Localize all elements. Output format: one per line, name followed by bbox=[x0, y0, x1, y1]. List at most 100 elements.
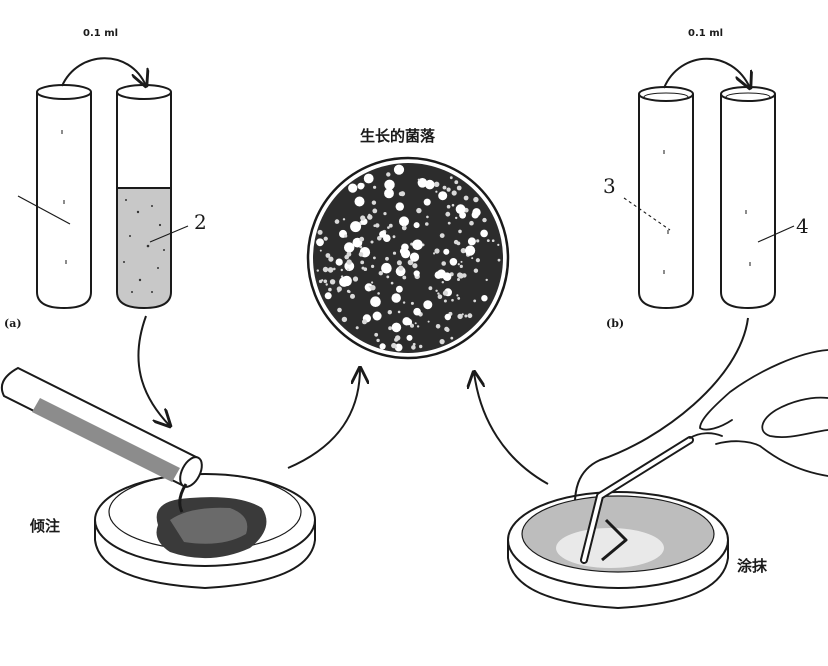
colony-dot bbox=[450, 336, 454, 340]
colony-dot bbox=[333, 267, 336, 271]
colony-dot bbox=[457, 263, 460, 266]
tube-label-2: 2 bbox=[194, 210, 207, 234]
tube-1-leader bbox=[17, 195, 71, 225]
colony-dot bbox=[323, 279, 328, 284]
colony-dot bbox=[447, 221, 451, 225]
colony-dot bbox=[441, 281, 444, 284]
colony-dot bbox=[339, 276, 350, 287]
colony-dot bbox=[405, 318, 413, 326]
colony-dot bbox=[322, 266, 329, 273]
colony-dot bbox=[419, 344, 423, 349]
flow-arrow-tube4-to-spread bbox=[575, 317, 749, 522]
colony-dot bbox=[401, 243, 409, 252]
colony-dot bbox=[457, 297, 461, 300]
colony-dot bbox=[367, 214, 373, 220]
tube-label-4: 4 bbox=[796, 214, 809, 238]
colony-dot bbox=[371, 281, 374, 284]
colony-dot bbox=[427, 320, 430, 323]
colony-dot bbox=[444, 313, 451, 321]
flow-arrow-spread-to-colonies bbox=[474, 372, 549, 485]
colony-dot bbox=[441, 261, 447, 266]
colony-dot bbox=[373, 256, 376, 260]
colony-dot bbox=[459, 264, 463, 268]
colony-dot bbox=[355, 326, 359, 330]
colony-dot bbox=[412, 342, 416, 346]
colony-dot bbox=[433, 252, 436, 255]
colony-dot bbox=[425, 222, 429, 226]
colony-dot bbox=[413, 270, 420, 277]
colony-dot bbox=[317, 229, 323, 235]
colony-dot bbox=[344, 242, 355, 253]
tube-3 bbox=[638, 86, 694, 310]
colony-dot bbox=[401, 249, 411, 259]
colony-dot bbox=[396, 285, 403, 293]
colony-dot bbox=[387, 310, 392, 315]
colony-dot bbox=[444, 326, 449, 332]
colony-dot bbox=[319, 249, 322, 252]
colony-dot bbox=[357, 182, 365, 190]
colony-dot bbox=[471, 211, 479, 219]
colony-dot bbox=[481, 295, 488, 302]
colony-dot bbox=[435, 190, 438, 193]
colony-dot bbox=[381, 262, 392, 274]
colony-dot bbox=[456, 185, 462, 191]
colony-dot bbox=[417, 178, 428, 188]
colony-dot bbox=[348, 183, 358, 193]
spreader-rod bbox=[580, 436, 694, 564]
colony-dot bbox=[372, 208, 378, 214]
colony-dot bbox=[473, 196, 479, 203]
colony-dot bbox=[402, 275, 407, 280]
colony-dot bbox=[442, 272, 452, 282]
colony-dot bbox=[451, 298, 454, 302]
colony-dot bbox=[465, 245, 476, 256]
colony-dot bbox=[407, 259, 414, 266]
colony-dot bbox=[386, 172, 391, 177]
colony-dot bbox=[471, 257, 474, 260]
colony-dot bbox=[413, 307, 421, 316]
colony-dot bbox=[335, 258, 343, 266]
colony-dot bbox=[352, 276, 359, 282]
flow-arrow-tube2-to-pour bbox=[137, 315, 170, 426]
colony-dot bbox=[411, 345, 416, 350]
pour-label: 倾注 bbox=[30, 517, 61, 535]
colony-dot bbox=[497, 243, 500, 246]
colony-dot bbox=[473, 268, 479, 273]
colony-dot bbox=[446, 204, 451, 209]
colony-dot bbox=[413, 222, 420, 229]
colony-dot bbox=[456, 294, 459, 297]
colony-dot bbox=[401, 225, 407, 231]
colony-dot bbox=[316, 238, 324, 247]
colony-dot bbox=[417, 178, 421, 181]
colony-dot bbox=[451, 203, 455, 207]
colony-dot bbox=[375, 223, 380, 228]
colony-dot bbox=[370, 240, 374, 244]
colony-dot bbox=[325, 283, 328, 286]
colony-dot bbox=[457, 272, 463, 279]
colony-dot bbox=[385, 256, 389, 261]
tube-4 bbox=[720, 86, 776, 310]
colony-dot bbox=[457, 278, 460, 281]
colony-dot bbox=[359, 245, 363, 249]
colony-dot bbox=[439, 233, 445, 239]
volume-label-right: 0.1 ml bbox=[688, 28, 724, 39]
colony-dot bbox=[368, 213, 371, 217]
colony-dot bbox=[383, 212, 387, 216]
colony-dot bbox=[363, 173, 374, 184]
colony-dot bbox=[455, 204, 466, 215]
colony-dot bbox=[368, 285, 371, 288]
colony-dot bbox=[323, 236, 328, 241]
colony-dot bbox=[394, 343, 403, 352]
volume-label-left: 0.1 ml bbox=[83, 28, 119, 39]
colony-dot bbox=[463, 195, 469, 201]
colony-dot bbox=[384, 179, 395, 190]
colony-dot bbox=[363, 267, 368, 272]
colony-dot bbox=[346, 259, 352, 265]
colony-dot bbox=[397, 310, 401, 314]
colony-dot bbox=[395, 202, 404, 211]
colony-dot bbox=[460, 260, 463, 263]
colonies-title: 生长的菌落 bbox=[360, 127, 436, 145]
colony-dot bbox=[325, 253, 331, 258]
colony-dot bbox=[434, 248, 440, 254]
colony-dot bbox=[350, 221, 362, 233]
colony-dot bbox=[458, 229, 462, 234]
